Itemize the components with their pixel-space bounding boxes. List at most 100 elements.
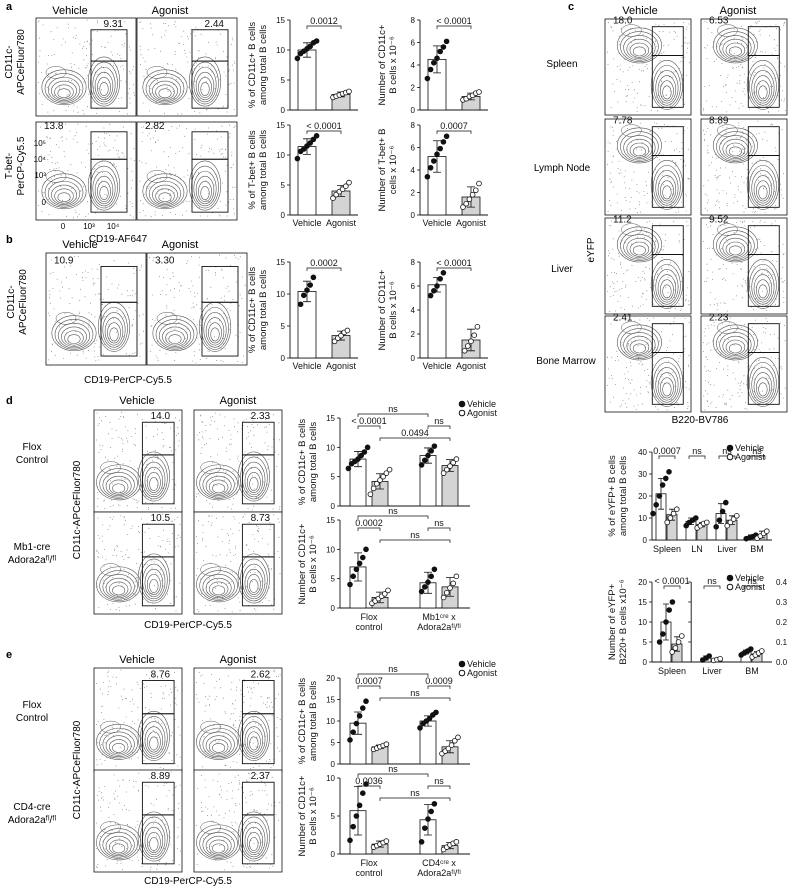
flow-contour bbox=[632, 343, 646, 354]
flow-contour bbox=[202, 472, 235, 498]
flow-contour bbox=[621, 24, 642, 37]
y-tick-label: 6 bbox=[411, 39, 416, 48]
y-axis-title: Number of CD11c+ bbox=[297, 775, 308, 856]
flow-contour bbox=[64, 330, 84, 346]
flow-gate-lower bbox=[201, 301, 239, 357]
flow-contour bbox=[105, 475, 132, 497]
data-point bbox=[448, 742, 455, 748]
flow-plot: 11.2 bbox=[604, 215, 692, 315]
flow-contour bbox=[57, 322, 91, 349]
x-tick-label: Vehicle bbox=[292, 361, 321, 371]
significance-label: 0.0002 bbox=[310, 258, 338, 268]
flow-contour bbox=[112, 843, 126, 854]
flow-contour bbox=[67, 334, 81, 345]
flow-contour bbox=[212, 483, 226, 494]
flow-contour bbox=[146, 170, 168, 183]
flow-contour bbox=[728, 343, 742, 354]
flow-contour bbox=[105, 735, 132, 756]
x-tick-label: Agonist bbox=[326, 218, 357, 228]
flow-contour bbox=[198, 181, 212, 203]
flow-contour bbox=[237, 811, 270, 862]
data-point bbox=[353, 813, 360, 819]
flow-plot-frame bbox=[604, 217, 692, 315]
flow-plot: 9.31 bbox=[35, 17, 137, 117]
data-point bbox=[451, 737, 458, 744]
flow-contour bbox=[756, 279, 770, 301]
flow-contour bbox=[199, 828, 238, 859]
flow-contour bbox=[746, 258, 780, 309]
data-point bbox=[450, 580, 457, 587]
flow-contour bbox=[97, 181, 111, 203]
flow-contour bbox=[756, 80, 770, 102]
flow-contour bbox=[200, 720, 221, 734]
b-col-title-agonist: Agonist bbox=[162, 239, 199, 251]
y-tick-label: 5 bbox=[331, 739, 336, 748]
flow-contour bbox=[146, 66, 168, 79]
data-point bbox=[653, 501, 659, 508]
data-point bbox=[461, 347, 468, 354]
data-point bbox=[453, 839, 460, 845]
flow-contour bbox=[100, 821, 121, 834]
flow-contour bbox=[725, 142, 746, 158]
flow-contour bbox=[212, 843, 226, 854]
significance-label: ns bbox=[388, 404, 398, 414]
flow-gate-value: 2.33 bbox=[251, 411, 271, 422]
data-point bbox=[304, 287, 310, 293]
a-row1-ylabel-1: CD11c- bbox=[4, 45, 15, 78]
data-point bbox=[717, 655, 723, 662]
flow-contour bbox=[716, 131, 755, 162]
flow-contour bbox=[144, 726, 164, 755]
flow-contour bbox=[149, 477, 159, 491]
data-point bbox=[427, 66, 434, 73]
y-tick-label: 0.3 bbox=[776, 598, 788, 607]
chart-b2: Number of CD11c+B cells x 10⁻⁶02468Vehic… bbox=[377, 258, 488, 371]
data-point bbox=[346, 88, 352, 95]
flow-contour bbox=[158, 88, 172, 99]
group-label: Adora2aᶠˡ/ᶠˡ bbox=[417, 868, 460, 878]
flow-contour bbox=[662, 284, 672, 299]
flow-scatter-dots bbox=[607, 317, 690, 411]
data-point bbox=[447, 463, 453, 469]
y-axis-title: B220+ B cells x10⁻⁶ bbox=[618, 579, 629, 664]
y-tick-label: 5 bbox=[331, 575, 336, 584]
y-axis-title: % of CD11c+ B cells bbox=[297, 419, 308, 505]
flow-contour bbox=[158, 192, 172, 203]
flow-contour bbox=[99, 468, 138, 499]
data-point bbox=[424, 75, 431, 82]
data-point bbox=[425, 452, 431, 459]
flow-contour bbox=[165, 330, 185, 346]
flow-contour bbox=[753, 75, 773, 104]
flow-contour bbox=[717, 321, 738, 334]
legend-label-agonist: Agonist bbox=[467, 668, 498, 678]
flow-plot-frame bbox=[193, 769, 283, 873]
y-axis-title: Number of CD11c+ bbox=[377, 269, 388, 350]
y-tick-label: 20 bbox=[326, 674, 335, 683]
flow-contour bbox=[657, 372, 677, 401]
y-tick-label: 0 bbox=[411, 106, 416, 115]
y-tick-label: 2 bbox=[411, 330, 416, 339]
a-row1-ylabel-2: APCeFluor780 bbox=[16, 29, 27, 95]
significance-bracket bbox=[357, 515, 429, 519]
data-point bbox=[430, 158, 437, 164]
flow-contour bbox=[51, 315, 97, 352]
significance-label: 0.0009 bbox=[425, 676, 453, 686]
flow-contour bbox=[102, 472, 135, 498]
flow-gate-lower bbox=[747, 155, 780, 208]
flow-gate-value: 2.44 bbox=[205, 19, 225, 30]
data-point bbox=[464, 343, 471, 349]
y-tick-label: 15 bbox=[276, 258, 285, 267]
flow-contour bbox=[728, 245, 742, 256]
flow-gate-lower bbox=[651, 55, 684, 108]
flow-contour bbox=[200, 186, 210, 200]
flow-plot: 2.44 bbox=[136, 17, 238, 117]
flow-gate-value: 2.41 bbox=[613, 313, 633, 324]
flow-contour bbox=[657, 175, 677, 204]
data-point bbox=[437, 275, 444, 282]
data-point bbox=[425, 579, 431, 585]
y-tick-label: 0 bbox=[281, 106, 286, 115]
significance-label: < 0.0001 bbox=[436, 258, 471, 268]
flow-contour bbox=[202, 832, 235, 858]
flow-contour bbox=[655, 70, 679, 106]
